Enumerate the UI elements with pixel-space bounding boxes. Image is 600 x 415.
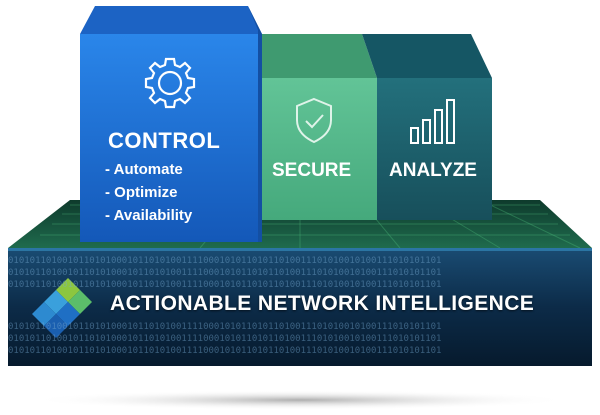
platform-front <box>8 248 592 366</box>
secure-block-front <box>262 78 377 220</box>
bar-chart-icon <box>410 99 455 144</box>
ground-shadow <box>30 390 570 410</box>
binary-texture-row: 0101011010010110101000101101010011110001… <box>8 268 442 278</box>
control-item-availability: - Availability <box>105 207 193 224</box>
secure-block-top <box>262 34 377 78</box>
control-block-front <box>80 34 262 242</box>
analyze-block-front <box>377 78 492 220</box>
control-title: CONTROL <box>108 128 221 153</box>
secure-title: SECURE <box>272 160 352 181</box>
layered-diamond-logo <box>32 278 92 338</box>
gear-icon <box>144 57 196 109</box>
binary-texture-row: 0101011010010110101000101101010011110001… <box>8 256 442 266</box>
control-item-optimize: - Optimize <box>105 184 178 201</box>
platform-title: ACTIONABLE NETWORK INTELLIGENCE <box>110 292 535 315</box>
binary-texture-row: 0101011010010110101000101101010011110001… <box>8 280 442 290</box>
binary-texture-row: 0101011010010110101000101101010011110001… <box>8 346 442 356</box>
binary-texture-row: 0101011010010110101000101101010011110001… <box>8 322 442 332</box>
shield-check-icon <box>296 97 332 144</box>
platform-highlight <box>8 248 592 251</box>
control-block-top <box>80 6 262 34</box>
analyze-title: ANALYZE <box>389 160 477 181</box>
analyze-block-top <box>362 34 492 78</box>
binary-texture-row: 0101011010010110101000101101010011110001… <box>8 334 442 344</box>
control-block-side <box>248 6 262 242</box>
control-item-automate: - Automate <box>105 161 183 178</box>
